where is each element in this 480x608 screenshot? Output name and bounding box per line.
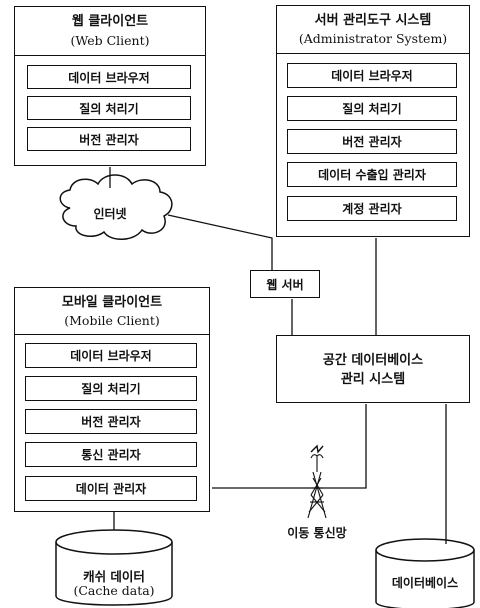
- web-client-module: 버전 관리자: [27, 127, 191, 151]
- mobile-client-module: 질의 처리기: [25, 376, 197, 401]
- mobile-client-module: 통신 관리자: [25, 442, 197, 467]
- web-client-title: 웹 클라이언트: [71, 14, 149, 29]
- admin-system-module: 데이터 수출입 관리자: [287, 162, 457, 187]
- mobile-client-divider: [15, 334, 209, 335]
- web-server-box: 웹 서버: [250, 270, 320, 298]
- web-client-box: 웹 클라이언트 (Web Client) 데이터 브라우저 질의 처리기 버전 …: [14, 6, 206, 166]
- cache-label-line1: 캐쉬 데이터: [83, 569, 145, 584]
- mobile-client-title: 모바일 클라이언트: [61, 295, 163, 310]
- mobile-client-module: 데이터 브라우저: [25, 343, 197, 368]
- web-client-module: 질의 처리기: [27, 96, 191, 120]
- admin-system-module: 계정 관리자: [287, 196, 457, 221]
- spatial-dbms-line2: 관리 시스템: [340, 372, 406, 387]
- database-label: 데이터베이스: [391, 576, 459, 590]
- cache-label-line2: (Cache data): [73, 583, 155, 598]
- web-client-divider: [15, 55, 205, 56]
- internet-cloud-shape: [59, 174, 173, 240]
- mobile-client-subtitle: (Mobile Client): [64, 313, 160, 328]
- spatial-dbms-line1: 공간 데이터베이스: [322, 353, 424, 368]
- spatial-dbms-box: 공간 데이터베이스 관리 시스템: [276, 335, 470, 403]
- internet-label: 인터넷: [93, 207, 127, 221]
- admin-system-module: 데이터 브라우저: [287, 63, 457, 88]
- web-client-subtitle: (Web Client): [70, 33, 150, 48]
- mobile-client-box: 모바일 클라이언트 (Mobile Client) 데이터 브라우저 질의 처리…: [14, 287, 210, 512]
- link-mobile-dbms: [212, 404, 367, 489]
- web-server-label: 웹 서버: [266, 277, 304, 292]
- link-internet-webserver: [167, 214, 273, 270]
- antenna-tower-icon: [307, 444, 327, 519]
- admin-system-module: 질의 처리기: [287, 96, 457, 121]
- mobile-network-label: 이동 통신망: [287, 526, 347, 540]
- admin-system-module: 버전 관리자: [287, 129, 457, 154]
- admin-system-divider: [277, 53, 469, 54]
- admin-system-title: 서버 관리도구 시스템: [314, 13, 432, 28]
- database-cylinder: [375, 538, 475, 608]
- admin-system-box: 서버 관리도구 시스템 (Administrator System) 데이터 브…: [276, 5, 470, 237]
- admin-system-subtitle: (Administrator System): [298, 31, 448, 46]
- web-client-module: 데이터 브라우저: [27, 65, 191, 89]
- cache-cylinder: [55, 529, 173, 606]
- mobile-client-module: 데이터 관리자: [25, 476, 197, 501]
- mobile-client-module: 버전 관리자: [25, 409, 197, 434]
